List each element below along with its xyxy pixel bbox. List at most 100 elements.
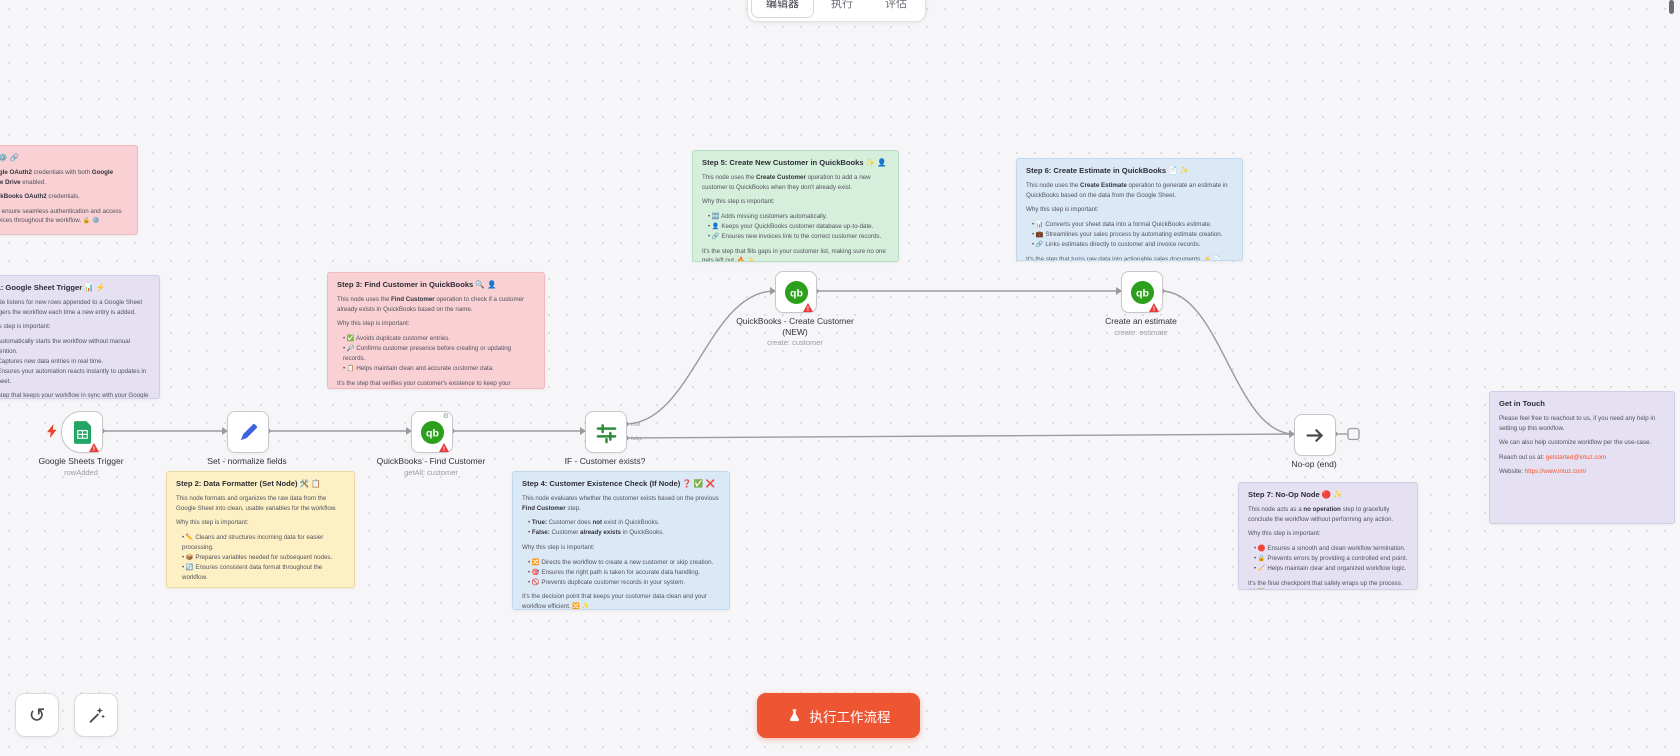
tab-executions[interactable]: 执行 (831, 0, 853, 10)
note-paragraph: We can also help customize workflow per … (1499, 439, 1652, 447)
gear-icon: ⚙ (442, 413, 449, 420)
note-paragraph: These connections ensure seamless authen… (0, 207, 122, 225)
node-find-customer[interactable]: qb⚙! (411, 411, 453, 453)
svg-text:!: ! (1153, 306, 1155, 312)
note-paragraph: It's the step that verifies your custome… (337, 379, 511, 387)
connection-endpoint[interactable] (1347, 427, 1360, 441)
note-paragraph: This node uses the Create Customer opera… (702, 174, 871, 191)
sticky-note-prerequisites[interactable]: Prerequisites ⚙️ 🔗 Connect your Google OA… (0, 145, 138, 235)
svg-text:!: ! (807, 306, 809, 312)
note-paragraph: This node evaluates whether the customer… (522, 495, 719, 512)
note-paragraph: This node listens for new rows appended … (0, 299, 143, 316)
note-link[interactable]: https://www.intuz.com/ (1524, 468, 1587, 476)
node-create-estimate[interactable]: qb! (1121, 271, 1163, 313)
note-title: Step 6: Create Estimate in QuickBooks 📄 … (1026, 166, 1190, 175)
svg-text:!: ! (443, 446, 445, 452)
quickbooks-icon: qb (1130, 280, 1155, 305)
node-noop[interactable] (1294, 414, 1336, 456)
note-title: Step 3: Find Customer in QuickBooks 🔍 👤 (337, 280, 497, 289)
execute-workflow-label: 执行工作流程 (809, 709, 891, 725)
sticky-note-step-7[interactable]: Step 7: No-Op Node 🔴 ✨ This node acts as … (1238, 482, 1418, 590)
sticky-note-step-4[interactable]: Step 4: Customer Existence Check (If Nod… (512, 471, 730, 610)
node-label-noop: No-op (end) (1291, 459, 1337, 469)
note-paragraph: Connect your Google OAuth2 credentials w… (0, 169, 114, 186)
if-filter-icon (595, 421, 618, 444)
note-paragraph: It's the decision point that keeps your … (522, 593, 707, 610)
note-paragraph: Please feel free to reachout to us, if y… (1499, 415, 1656, 432)
arrow-right-icon (1305, 425, 1326, 446)
node-subtitle: rowAdded (64, 467, 98, 477)
node-trigger[interactable]: ! (61, 411, 103, 453)
sticky-note-step-3[interactable]: Step 3: Find Customer in QuickBooks 🔍 👤T… (327, 272, 545, 389)
quickbooks-icon: qb (420, 420, 445, 445)
note-paragraph: This node acts as a no operation step to… (1248, 506, 1394, 523)
note-title: Prerequisites ⚙️ 🔗 (0, 153, 20, 162)
note-paragraph: This node uses the Create Estimate opera… (1026, 182, 1228, 199)
note-bullet-list: ✅ Avoids duplicate customer entries.🔎 Co… (337, 334, 535, 374)
note-bullet-list: 📊 Converts your sheet data into a formal… (1026, 220, 1233, 250)
note-title: Step 7: No-Op Node 🔴 ✨ (1248, 490, 1343, 499)
note-bullet-list: 🤖 Automatically starts the workflow with… (0, 337, 150, 387)
sticky-note-step-1[interactable]: Step 1: Google Sheet Trigger 📊 ⚡ This nod… (0, 275, 160, 399)
note-paragraph: Connect your QuickBooks OAuth2 credentia… (0, 193, 81, 201)
note-paragraph: Why this step is important: (1026, 206, 1099, 214)
svg-text:!: ! (93, 446, 95, 452)
node-label-if: IF - Customer exists? (564, 456, 646, 466)
node-if[interactable] (585, 411, 627, 453)
note-bullet-list: 🔀 Directs the workflow to create a new c… (522, 558, 720, 588)
warning-icon: ! (89, 443, 99, 453)
node-create-customer[interactable]: qb! (775, 271, 817, 313)
note-paragraph: It's the step that turns raw data into a… (1026, 255, 1221, 261)
node-subtitle: create: estimate (1114, 327, 1168, 337)
note-title: Step 2: Data Formatter (Set Node) 🛠️ 📋 (176, 479, 321, 488)
warning-icon: ! (803, 303, 813, 313)
trigger-bolt-icon (47, 424, 57, 438)
tab-evaluations[interactable]: 评估 (885, 0, 907, 10)
tidy-up-icon (86, 705, 106, 725)
node-subtitle: getAll: customer (404, 467, 458, 477)
note-paragraph: Reach out us at: getstarted@intuz.com (1499, 453, 1607, 461)
note-title: Get in Touch (1499, 399, 1545, 408)
note-title: Step 1: Google Sheet Trigger 📊 ⚡ (0, 283, 106, 292)
undo-icon: ↺ (28, 703, 46, 727)
note-paragraph: It's the final checkpoint that safely wr… (1248, 579, 1403, 587)
sticky-note-step-2[interactable]: Step 2: Data Formatter (Set Node) 🛠️ 📋 Th… (166, 471, 355, 588)
note-paragraph: It's the step that shapes your raw input… (176, 587, 345, 588)
note-paragraph: This node formats and organizes the raw … (176, 495, 337, 512)
note-paragraph: It's the step that fills gaps in your cu… (702, 247, 886, 262)
note-bullet-list: ✏️ Cleans and structures incoming data f… (176, 533, 345, 583)
scrollbar-thumb[interactable] (1669, 0, 1674, 14)
note-paragraph: Why this step is important: (522, 544, 595, 552)
execute-workflow-button[interactable]: 执行工作流程 (757, 693, 920, 738)
node-set[interactable] (227, 411, 269, 453)
sticky-note-step-6[interactable]: Step 6: Create Estimate in QuickBooks 📄 … (1016, 158, 1243, 261)
tab-editor[interactable]: 编辑器 (751, 0, 814, 18)
note-paragraph: Why this step is important: (1248, 530, 1321, 538)
svg-text:qb: qb (790, 287, 803, 299)
note-title: Step 4: Customer Existence Check (If Nod… (522, 479, 715, 488)
quickbooks-icon: qb (784, 280, 809, 305)
svg-text:false: false (631, 436, 643, 442)
warning-icon: ! (439, 443, 449, 453)
sticky-note-step-5[interactable]: Step 5: Create New Customer in QuickBook… (692, 150, 899, 262)
note-title: Step 5: Create New Customer in QuickBook… (702, 158, 887, 167)
note-bullet-list: True: Customer does not exist in QuickBo… (522, 518, 720, 538)
google-sheets-icon (73, 420, 92, 444)
note-paragraph: Why this step is important: (702, 198, 775, 206)
undo-button[interactable]: ↺ (15, 693, 59, 737)
note-paragraph: Why this step is important: (337, 320, 410, 328)
flask-icon (787, 708, 802, 723)
node-label-set: Set - normalize fields (207, 456, 287, 466)
note-link[interactable]: getstarted@intuz.com (1545, 453, 1607, 461)
node-label-create-customer: QuickBooks - Create Customer (NEW)create… (725, 316, 865, 348)
tidy-up-button[interactable] (74, 693, 118, 737)
note-paragraph: Why this step is important: (176, 519, 249, 527)
svg-text:qb: qb (426, 427, 439, 439)
note-bullet-list: 🛑 Ensures a smooth and clean workflow te… (1248, 544, 1408, 574)
note-paragraph: Why this step is important: (0, 323, 51, 331)
